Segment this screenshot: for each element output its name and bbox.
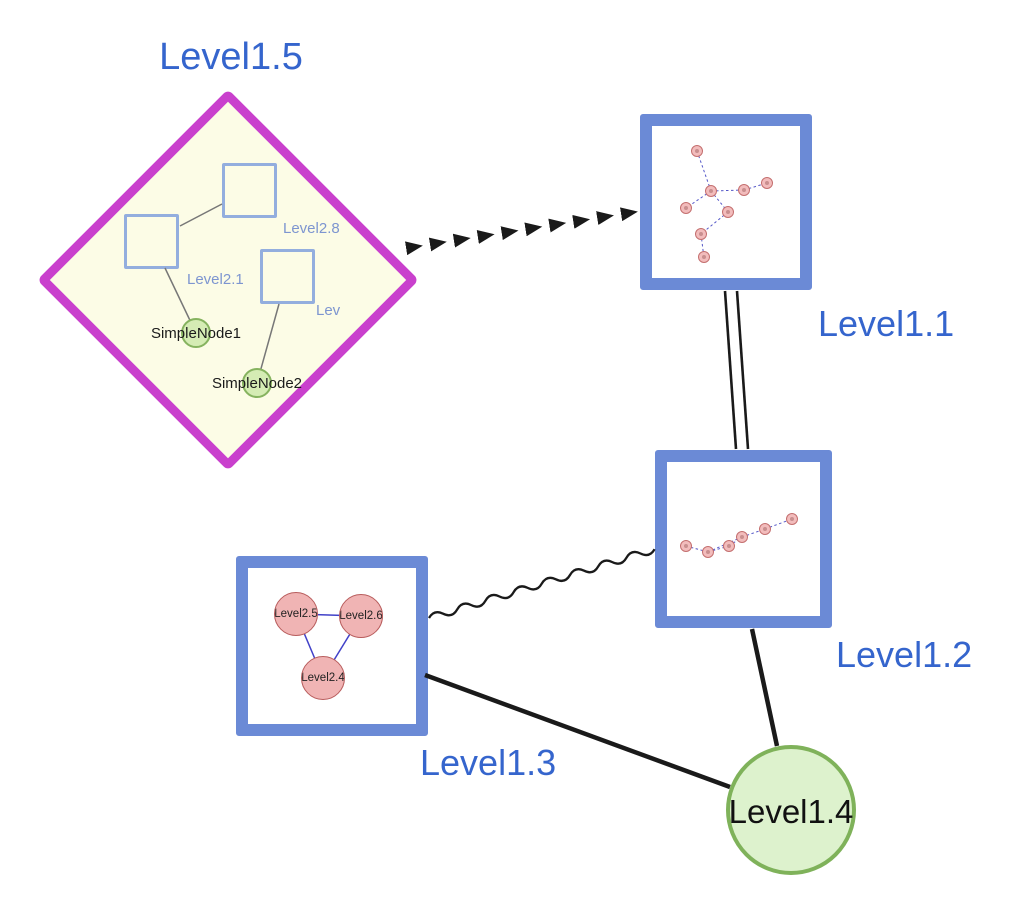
label-level1-5: Level1.5: [159, 36, 303, 78]
node-level1-1[interactable]: [640, 114, 812, 290]
label-level2-8: Level2.8: [283, 220, 340, 237]
edge-line[interactable]: [735, 290, 750, 450]
node-simplenode2[interactable]: [242, 368, 272, 398]
node-level2-1[interactable]: [124, 214, 179, 269]
mini-node[interactable]: [695, 228, 707, 240]
edge-level1-1-to-level1-2: [723, 290, 750, 450]
node-level2-x[interactable]: [260, 249, 315, 304]
node-level2-4-label: Level2.4: [301, 672, 345, 684]
node-level2-5-label: Level2.5: [274, 608, 318, 620]
mini-node[interactable]: [738, 184, 750, 196]
edge-level1-3-to-level1-2[interactable]: [428, 548, 656, 619]
node-level2-5[interactable]: Level2.5: [274, 592, 318, 636]
mini-node[interactable]: [736, 531, 748, 543]
edge-level1-3-to-level1-4[interactable]: [424, 672, 731, 790]
label-level1-1: Level1.1: [818, 303, 955, 344]
label-level1-3: Level1.3: [420, 742, 557, 783]
inner-edge[interactable]: [696, 150, 712, 192]
mini-node[interactable]: [705, 185, 717, 197]
mini-node[interactable]: [722, 206, 734, 218]
mini-node[interactable]: [759, 523, 771, 535]
mini-node[interactable]: [698, 251, 710, 263]
label-simplenode1: SimpleNode1: [150, 325, 242, 342]
inner-edges-level1-5: [164, 203, 280, 384]
node-level2-6-label: Level2.6: [339, 610, 383, 622]
mini-node[interactable]: [691, 145, 703, 157]
node-simplenode1[interactable]: [181, 318, 211, 348]
mini-node[interactable]: [680, 202, 692, 214]
mini-node[interactable]: [761, 177, 773, 189]
node-level2-4[interactable]: Level2.4: [301, 656, 345, 700]
mini-node[interactable]: [723, 540, 735, 552]
label-level1-2: Level1.2: [836, 634, 973, 675]
inner-edges-level1-1: [685, 150, 768, 259]
inner-edge[interactable]: [685, 545, 709, 553]
node-level1-4[interactable]: [726, 745, 856, 875]
label-simplenode2: SimpleNode2: [211, 375, 303, 392]
edge-level1-5-to-level1-1[interactable]: [405, 207, 638, 256]
node-level2-8[interactable]: [222, 163, 277, 218]
label-level1-4: Level1.4: [728, 793, 854, 830]
edge-line[interactable]: [723, 290, 738, 450]
mini-node[interactable]: [786, 513, 798, 525]
mini-node[interactable]: [702, 546, 714, 558]
label-level2-1: Level2.1: [187, 271, 244, 288]
inner-edge[interactable]: [179, 203, 223, 227]
edge-level1-2-to-level1-4[interactable]: [749, 628, 780, 747]
label-level2-x: Lev: [316, 302, 341, 319]
node-level1-3[interactable]: [236, 556, 428, 736]
inner-edge[interactable]: [707, 545, 730, 553]
mini-node[interactable]: [680, 540, 692, 552]
node-level2-6[interactable]: Level2.6: [339, 594, 383, 638]
